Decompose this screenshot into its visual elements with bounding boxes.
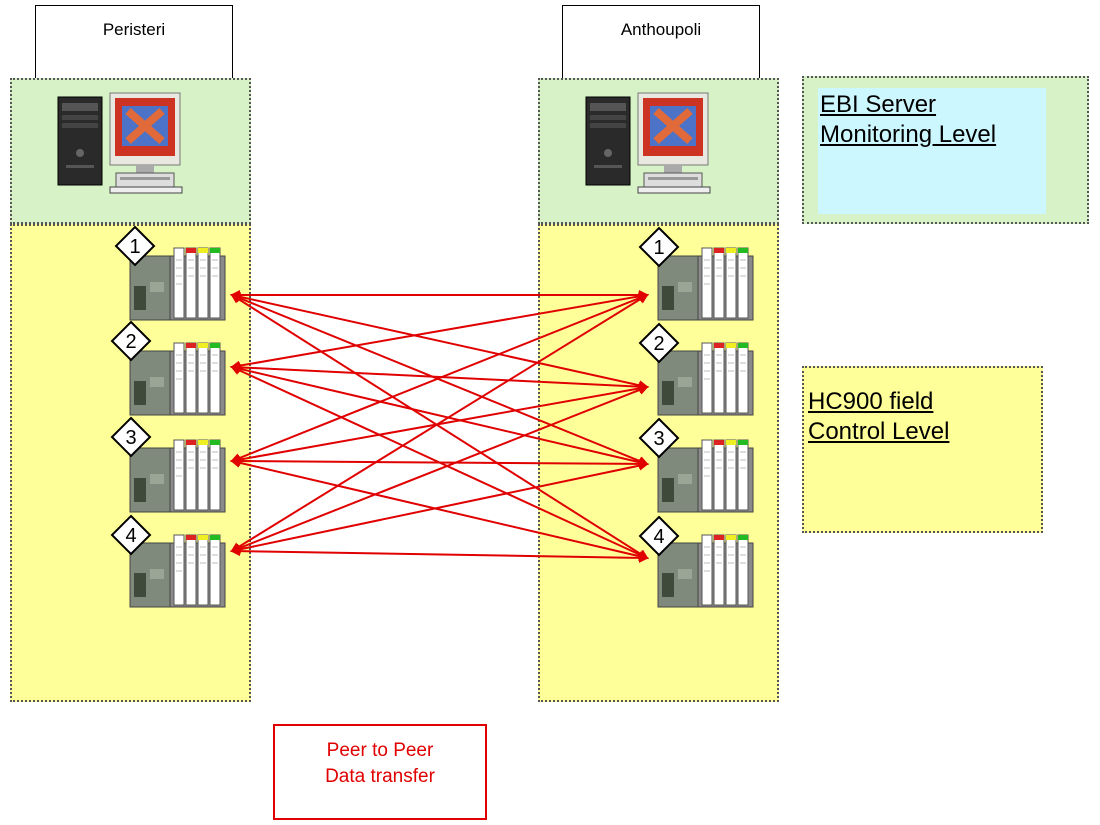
peer-link — [230, 385, 649, 553]
monitoring-legend-line2: Monitoring Level — [820, 121, 997, 148]
controller-id-diamond — [114, 225, 156, 267]
peristeri-controller-4: 4 — [110, 514, 226, 608]
peristeri-controller-1: 1 — [114, 225, 226, 321]
controller-id-diamond — [638, 226, 680, 268]
hc900-controller-icon — [129, 342, 226, 416]
anthoupoli-controller-4: 4 — [638, 515, 754, 608]
controller-id-diamond — [110, 320, 152, 362]
control-legend-line1: HC900 field — [808, 388, 934, 415]
controller-number: 2 — [653, 333, 664, 355]
peer-box-line1: Peer to Peer — [326, 740, 434, 761]
site-name-anthoupoli: Anthoupoli — [620, 20, 702, 39]
peer-links — [230, 290, 649, 563]
anthoupoli-controller-2: 2 — [638, 322, 754, 416]
hc900-controller-icon — [657, 439, 754, 513]
controller-number: 2 — [125, 331, 136, 353]
peristeri-controller-2: 2 — [110, 320, 226, 416]
monitoring-legend-line1: EBI Server — [820, 91, 937, 118]
controller-number: 3 — [125, 427, 136, 449]
controller-number: 1 — [129, 236, 140, 258]
controller-number: 3 — [653, 428, 664, 450]
hc900-controller-icon — [129, 534, 226, 608]
anthoupoli-controller-1: 1 — [638, 226, 754, 321]
hc900-controller-icon — [657, 342, 754, 416]
control-legend-line2: Control Level — [808, 418, 950, 445]
peer-box-line2: Data transfer — [325, 766, 435, 787]
site-label-anthoupoli: Anthoupoli — [562, 5, 760, 78]
anthoupoli-controller-3: 3 — [638, 417, 754, 513]
controller-number: 1 — [653, 237, 664, 259]
controller-id-diamond — [110, 514, 152, 556]
peristeri-workstation-icon — [58, 93, 182, 193]
peer-link — [230, 546, 649, 563]
hc900-controller-icon — [129, 439, 226, 513]
site-label-peristeri: Peristeri — [35, 5, 233, 78]
anthoupoli-workstation-icon — [586, 93, 710, 193]
peer-link — [230, 291, 649, 391]
controller-number: 4 — [125, 525, 136, 547]
site-name-peristeri: Peristeri — [102, 20, 166, 39]
peristeri-controller-3: 3 — [110, 416, 226, 513]
hc900-controller-icon — [657, 247, 754, 321]
controller-id-diamond — [110, 416, 152, 458]
peer-link — [230, 291, 649, 371]
hc900-controller-icon — [129, 247, 226, 321]
peer-link — [230, 457, 649, 562]
control-legend-zone: HC900 field Control Level — [802, 366, 1043, 533]
peer-link — [230, 460, 649, 555]
controller-number: 4 — [653, 526, 664, 548]
monitoring-legend-panel: EBI Server Monitoring Level — [818, 88, 1046, 214]
peer-to-peer-box: Peer to Peer Data transfer — [273, 724, 487, 820]
hc900-controller-icon — [657, 534, 754, 608]
